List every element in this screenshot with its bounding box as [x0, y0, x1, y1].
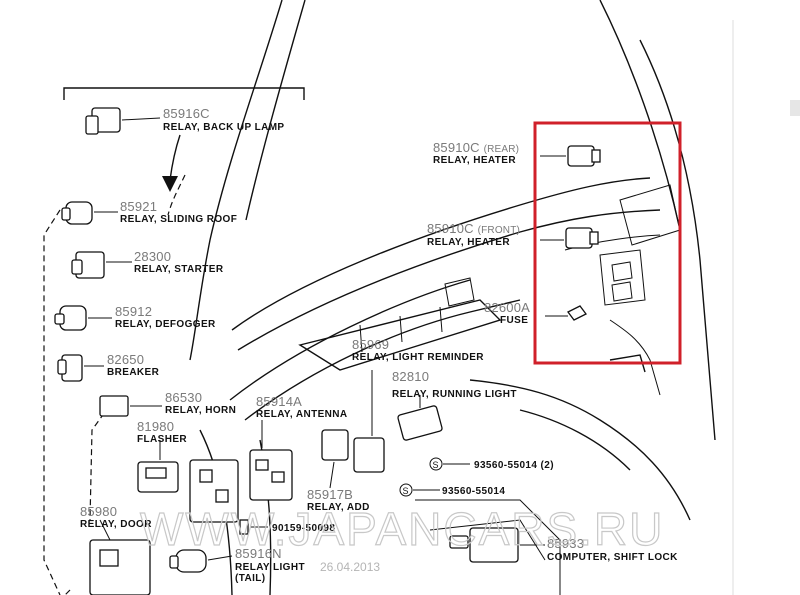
part-90159[interactable] — [239, 519, 268, 535]
svg-text:86530: 86530 — [165, 390, 202, 405]
svg-text:82600A: 82600A — [484, 300, 530, 315]
label-81980: 81980 FLASHER — [137, 419, 187, 445]
svg-text:RELAY, ADD: RELAY, ADD — [307, 502, 370, 513]
svg-text:RELAY, STARTER: RELAY, STARTER — [134, 264, 224, 275]
svg-text:85917B: 85917B — [307, 487, 353, 502]
label-85921: 85921 RELAY, SLIDING ROOF — [120, 199, 237, 225]
label-86530: 86530 RELAY, HORN — [165, 390, 236, 416]
label-85916N: 85916N RELAY LIGHT (TAIL) — [235, 546, 305, 584]
label-90159: 90159-50098 — [272, 523, 335, 534]
arrow-head — [162, 176, 178, 192]
label-93560: 93560-55014 — [442, 486, 505, 497]
label-85910C-front: 85910C (FRONT) RELAY, HEATER — [427, 221, 520, 248]
dashboard-outline — [189, 0, 716, 595]
part-82650[interactable] — [57, 354, 104, 382]
svg-text:85910C (FRONT): 85910C (FRONT) — [427, 221, 520, 236]
scrollbar-thumb[interactable] — [790, 100, 800, 116]
svg-text:90159-50098: 90159-50098 — [272, 523, 335, 534]
part-82810[interactable] — [397, 395, 443, 441]
label-82600: 82600A FUSE — [484, 300, 530, 326]
part-85912[interactable] — [54, 305, 112, 331]
label-85912: 85912 RELAY, DEFOGGER — [115, 304, 216, 330]
label-28300: 28300 RELAY, STARTER — [134, 249, 224, 275]
label-85969: 85969 RELAY, LIGHT REMINDER — [352, 337, 484, 363]
svg-text:85921: 85921 — [120, 199, 157, 214]
svg-text:S: S — [433, 460, 439, 470]
svg-text:RELAY, LIGHT REMINDER: RELAY, LIGHT REMINDER — [352, 352, 484, 363]
svg-text:RELAY, HEATER: RELAY, HEATER — [427, 237, 510, 248]
svg-text:RELAY, HORN: RELAY, HORN — [165, 405, 236, 416]
highlight-frame — [533, 121, 682, 365]
svg-text:S: S — [403, 486, 409, 496]
svg-text:RELAY, HEATER: RELAY, HEATER — [433, 155, 516, 166]
watermark-text: WWW.JAPANCARS.RU — [140, 503, 664, 555]
svg-text:RELAY, ANTENNA: RELAY, ANTENNA — [256, 409, 348, 420]
part-body-relay-box — [189, 459, 239, 523]
part-28300[interactable] — [71, 251, 132, 279]
svg-text:93560-55014 (2): 93560-55014 (2) — [474, 460, 554, 471]
part-85969[interactable] — [353, 370, 385, 473]
svg-text:FLASHER: FLASHER — [137, 434, 187, 445]
svg-text:85916C: 85916C — [163, 106, 210, 121]
label-85916C: 85916C RELAY, BACK UP LAMP — [163, 106, 285, 133]
part-85933[interactable] — [449, 527, 545, 563]
svg-text:85933: 85933 — [547, 536, 584, 551]
label-82650: 82650 BREAKER — [107, 352, 160, 378]
part-85921[interactable] — [61, 201, 118, 225]
part-85914A[interactable] — [249, 420, 293, 501]
svg-text:85916N: 85916N — [235, 546, 282, 561]
svg-text:82810: 82810 — [392, 369, 429, 384]
svg-text:COMPUTER, SHIFT LOCK: COMPUTER, SHIFT LOCK — [547, 552, 678, 563]
svg-text:FUSE: FUSE — [500, 315, 528, 326]
part-86530[interactable] — [99, 395, 162, 417]
svg-text:85980: 85980 — [80, 504, 117, 519]
svg-text:RELAY, DOOR: RELAY, DOOR — [80, 519, 152, 530]
svg-text:RELAY, RUNNING LIGHT: RELAY, RUNNING LIGHT — [392, 389, 517, 400]
part-85916C[interactable] — [85, 107, 161, 135]
svg-text:RELAY, DEFOGGER: RELAY, DEFOGGER — [115, 319, 216, 330]
svg-text:85969: 85969 — [352, 337, 389, 352]
svg-text:81980: 81980 — [137, 419, 174, 434]
part-85980[interactable] — [89, 519, 151, 595]
part-81980[interactable] — [137, 440, 179, 493]
part-85916N[interactable] — [169, 549, 233, 573]
label-85914A: 85914A RELAY, ANTENNA — [256, 394, 348, 420]
svg-text:28300: 28300 — [134, 249, 171, 264]
svg-text:82650: 82650 — [107, 352, 144, 367]
svg-text:RELAY LIGHT: RELAY LIGHT — [235, 562, 305, 573]
label-85917B: 85917B RELAY, ADD — [307, 487, 370, 513]
svg-text:93560-55014: 93560-55014 — [442, 486, 505, 497]
watermark-date: 26.04.2013 — [320, 560, 380, 574]
bracket-arrow-line — [169, 134, 181, 181]
svg-text:85910C (REAR): 85910C (REAR) — [433, 140, 519, 155]
bolt-symbol-93560-2: S — [429, 457, 470, 471]
label-85933: 85933 COMPUTER, SHIFT LOCK — [547, 536, 678, 563]
label-85910C-rear: 85910C (REAR) RELAY, HEATER — [433, 140, 519, 166]
group-bracket — [63, 87, 305, 100]
part-85917B[interactable] — [321, 429, 349, 489]
part-82600-fuse[interactable] — [545, 305, 587, 321]
label-85980: 85980 RELAY, DOOR — [80, 504, 152, 530]
bolt-symbol-93560: S — [399, 483, 440, 497]
label-82810: 82810 RELAY, RUNNING LIGHT — [392, 369, 517, 400]
part-85910C-rear[interactable] — [540, 145, 601, 167]
svg-text:85914A: 85914A — [256, 394, 302, 409]
svg-text:(TAIL): (TAIL) — [235, 573, 266, 584]
label-93560-2: 93560-55014 (2) — [474, 460, 554, 471]
svg-text:BREAKER: BREAKER — [107, 367, 160, 378]
svg-text:RELAY, BACK UP LAMP: RELAY, BACK UP LAMP — [163, 122, 285, 133]
svg-text:RELAY, SLIDING ROOF: RELAY, SLIDING ROOF — [120, 214, 237, 225]
part-85910C-front[interactable] — [540, 227, 599, 249]
svg-text:85912: 85912 — [115, 304, 152, 319]
